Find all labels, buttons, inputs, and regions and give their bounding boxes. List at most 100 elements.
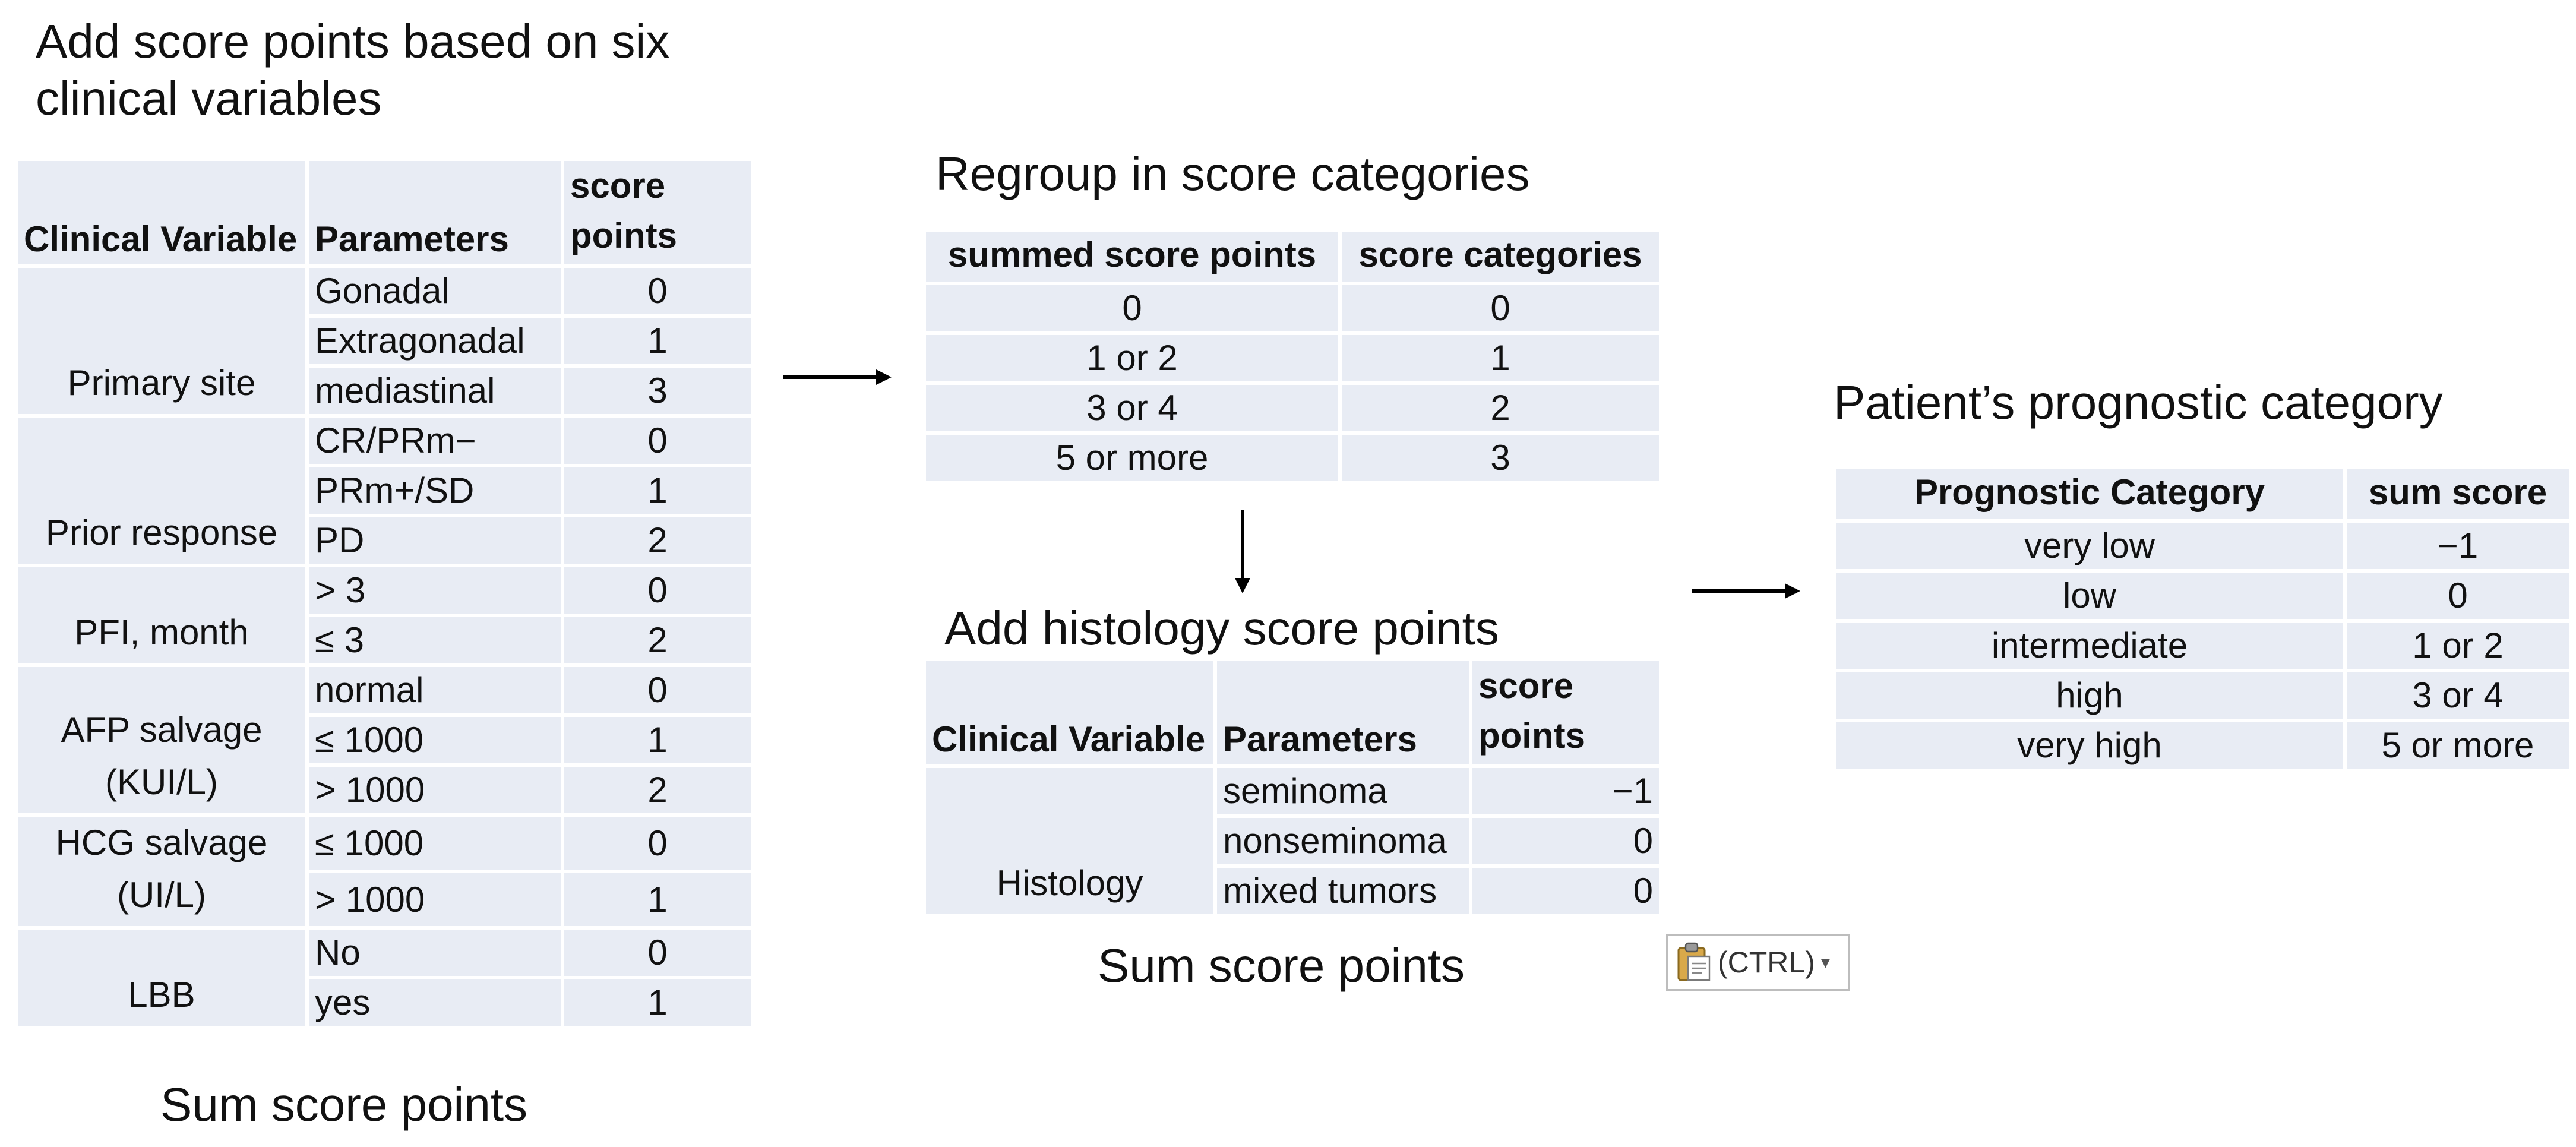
parameter-cell: ≤ 1000 [305,713,564,767]
column-header: sum score [2343,466,2572,523]
column-header: summed score points [922,228,1342,285]
score-points-cell: 0 [1469,814,1662,868]
step3-caption: Sum score points [1098,939,1465,992]
parameter-cell: > 3 [305,564,564,617]
table-cell: 1 or 2 [2343,619,2572,672]
table-cell: −1 [2343,519,2572,573]
column-header: Clinical Variable [14,157,309,268]
parameter-cell: seminoma [1213,764,1472,818]
score-points-cell: 0 [561,926,754,979]
score-points-cell: 0 [1469,864,1662,918]
clipboard-icon [1677,942,1711,981]
clinical-variable-cell: AFP salvage (KUI/L) [14,663,309,817]
arrow-right-icon [783,369,892,385]
table-cell: intermediate [1832,619,2347,672]
parameter-cell: > 1000 [305,870,564,930]
step1-title: Add score points based on six clinical v… [36,15,670,125]
score-points-cell: 1 [561,713,754,767]
table-cell: 1 or 2 [922,331,1342,385]
clinical-variable-cell: HCG salvage (UI/L) [14,813,309,930]
parameter-cell: nonseminoma [1213,814,1472,868]
score-points-cell: 3 [561,364,754,418]
parameter-cell: Extragonadal [305,314,564,368]
parameter-cell: yes [305,976,564,1029]
table-cell: 3 or 4 [922,381,1342,435]
step2-title: Regroup in score categories [935,147,1530,200]
column-header: Clinical Variable [922,658,1217,768]
table-cell: 0 [2343,569,2572,623]
parameter-cell: ≤ 3 [305,614,564,667]
table-cell: 0 [1338,282,1662,335]
score-points-cell: 1 [561,314,754,368]
score-points-cell: 1 [561,976,754,1029]
score-points-cell: 0 [561,663,754,717]
table-row: very low−1 [1832,519,2572,573]
table-cell: low [1832,569,2347,623]
arrow-down-icon [1235,510,1250,593]
table-cell: very high [1832,719,2347,772]
table-cell: 3 or 4 [2343,669,2572,722]
table-cell: high [1832,669,2347,722]
table-cell: 0 [922,282,1342,335]
score-points-cell: 2 [561,514,754,567]
paste-options-button[interactable]: (CTRL) ▾ [1666,934,1850,991]
clinical-variable-cell: Prior response [14,414,309,567]
arrow-right-icon [1692,583,1800,599]
parameter-cell: ≤ 1000 [305,813,564,873]
clinical-variable-cell: PFI, month [14,564,309,667]
chevron-down-icon: ▾ [1820,952,1830,972]
step1-caption: Sum score points [160,1078,528,1131]
column-header: score points [561,157,754,268]
score-points-cell: 0 [561,264,754,318]
table-cell: 1 [1338,331,1662,385]
clinical-variable-cell: LBB [14,926,309,1029]
clinical-variable-cell: Primary site [14,264,309,418]
column-header: score points [1469,658,1662,768]
table-cell: 5 or more [922,431,1342,485]
parameter-cell: Gonadal [305,264,564,318]
column-header: score categories [1338,228,1662,285]
column-header: Prognostic Category [1832,466,2347,523]
table-cell: 3 [1338,431,1662,485]
score-points-cell: 2 [561,614,754,667]
parameter-cell: mediastinal [305,364,564,418]
score-points-cell: 0 [561,813,754,873]
column-header: Parameters [305,157,564,268]
parameter-cell: CR/PRm− [305,414,564,467]
table-cell: 5 or more [2343,719,2572,772]
step4-title: Patient’s prognostic category [1834,376,2443,429]
table-cell: 2 [1338,381,1662,435]
parameter-cell: PD [305,514,564,567]
parameter-cell: No [305,926,564,979]
clinical-variable-cell: Histology [922,764,1217,918]
